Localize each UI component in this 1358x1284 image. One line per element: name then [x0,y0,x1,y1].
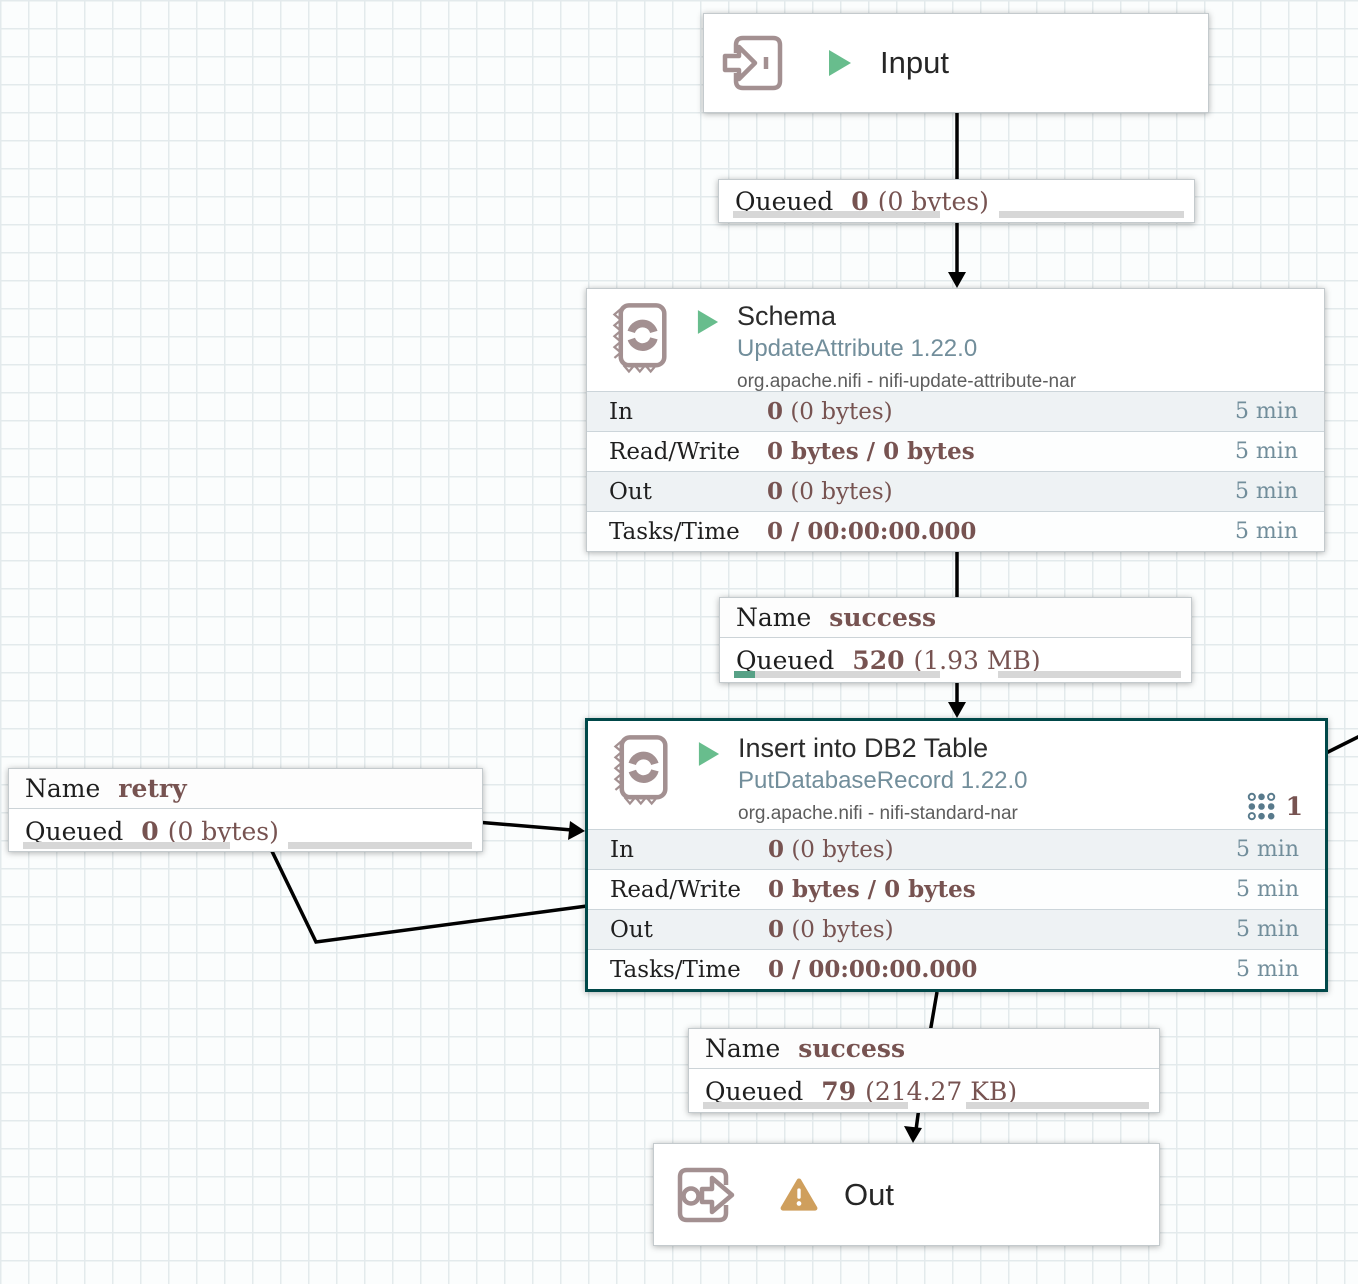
processor-schema[interactable]: Schema UpdateAttribute 1.22.0 org.apache… [586,288,1325,552]
queued-count: 0 [141,816,159,846]
play-triangle-icon [829,50,851,76]
arrowhead-retry-into-db2 [568,821,585,840]
processor-insert-into-db2-table[interactable]: Insert into DB2 Table PutDatabaseRecord … [585,718,1328,992]
output-port-title: Out [844,1176,894,1212]
arrowhead-into-db2-top [948,702,966,718]
processor-bundle: org.apache.nifi - nifi-standard-nar [738,803,1018,825]
processor-stamp-icon [613,735,668,806]
queued-size: (1.93 MB) [913,645,1041,675]
queued-size: (0 bytes) [877,186,989,216]
connection-retry-bend-segment[interactable] [266,842,588,944]
name-label: Name [736,603,812,632]
input-port-title: Input [880,45,949,80]
stats-row-in: In 0 (0 bytes) 5 min [587,391,1324,431]
stats-row-out: Out 0 (0 bytes) 5 min [587,471,1324,511]
queued-label: Queued [705,1076,804,1106]
connection-label-schema-to-db2[interactable]: Name success Queued 520 (1.93 MB) [719,597,1192,683]
play-triangle-icon [698,742,720,766]
queued-label: Queued [25,816,124,846]
stats-row-in: In 0 (0 bytes) 5 min [588,829,1325,869]
connection-retry-outgoing-segment[interactable] [1325,735,1358,755]
queued-label: Queued [735,186,834,216]
input-port[interactable]: Input [703,13,1209,113]
connection-label-retry[interactable]: Name retry Queued 0 (0 bytes) [8,768,483,852]
queued-size: (214.27 KB) [865,1076,1018,1106]
queue-usage-bars [734,671,1181,678]
queued-count: 79 [821,1076,857,1106]
processor-type: PutDatabaseRecord 1.22.0 [738,767,1028,795]
connection-name: success [798,1034,906,1063]
dot-grid-icon [1247,792,1275,821]
stats-row-tasks: Tasks/Time 0 / 00:00:00.000 5 min [587,511,1324,551]
queue-usage-bars [23,842,472,849]
processor-stamp-icon [612,303,667,374]
stats-row-readwrite: Read/Write 0 bytes / 0 bytes 5 min [588,869,1325,909]
connection-label-input-to-schema[interactable]: Queued 0 (0 bytes) [718,179,1195,223]
output-port[interactable]: Out [653,1143,1160,1246]
processor-bundle: org.apache.nifi - nifi-update-attribute-… [737,371,1077,393]
play-triangle-icon [697,310,719,334]
input-port-icon [722,35,783,91]
active-thread-count: 1 [1285,792,1303,821]
arrowhead-into-schema [948,272,966,288]
queued-count: 520 [852,645,905,675]
connection-name: success [829,603,937,632]
connection-name: retry [118,774,187,803]
active-threads-badge: 1 [1247,792,1303,821]
queued-count: 0 [851,186,869,216]
output-port-icon [677,1167,735,1222]
stats-row-tasks: Tasks/Time 0 / 00:00:00.000 5 min [588,949,1325,989]
queued-size: (0 bytes) [167,816,279,846]
stats-row-readwrite: Read/Write 0 bytes / 0 bytes 5 min [587,431,1324,471]
processor-title: Schema [737,301,837,331]
processor-type: UpdateAttribute 1.22.0 [737,335,978,363]
queue-usage-bars [733,211,1184,218]
processor-title: Insert into DB2 Table [738,733,989,763]
warning-triangle-icon [780,1177,818,1211]
queued-label: Queued [736,645,835,675]
connection-label-db2-to-out[interactable]: Name success Queued 79 (214.27 KB) [688,1028,1160,1113]
arrowhead-into-out [904,1126,922,1143]
name-label: Name [705,1034,781,1063]
stats-row-out: Out 0 (0 bytes) 5 min [588,909,1325,949]
name-label: Name [25,774,101,803]
queue-usage-bars [703,1102,1149,1109]
